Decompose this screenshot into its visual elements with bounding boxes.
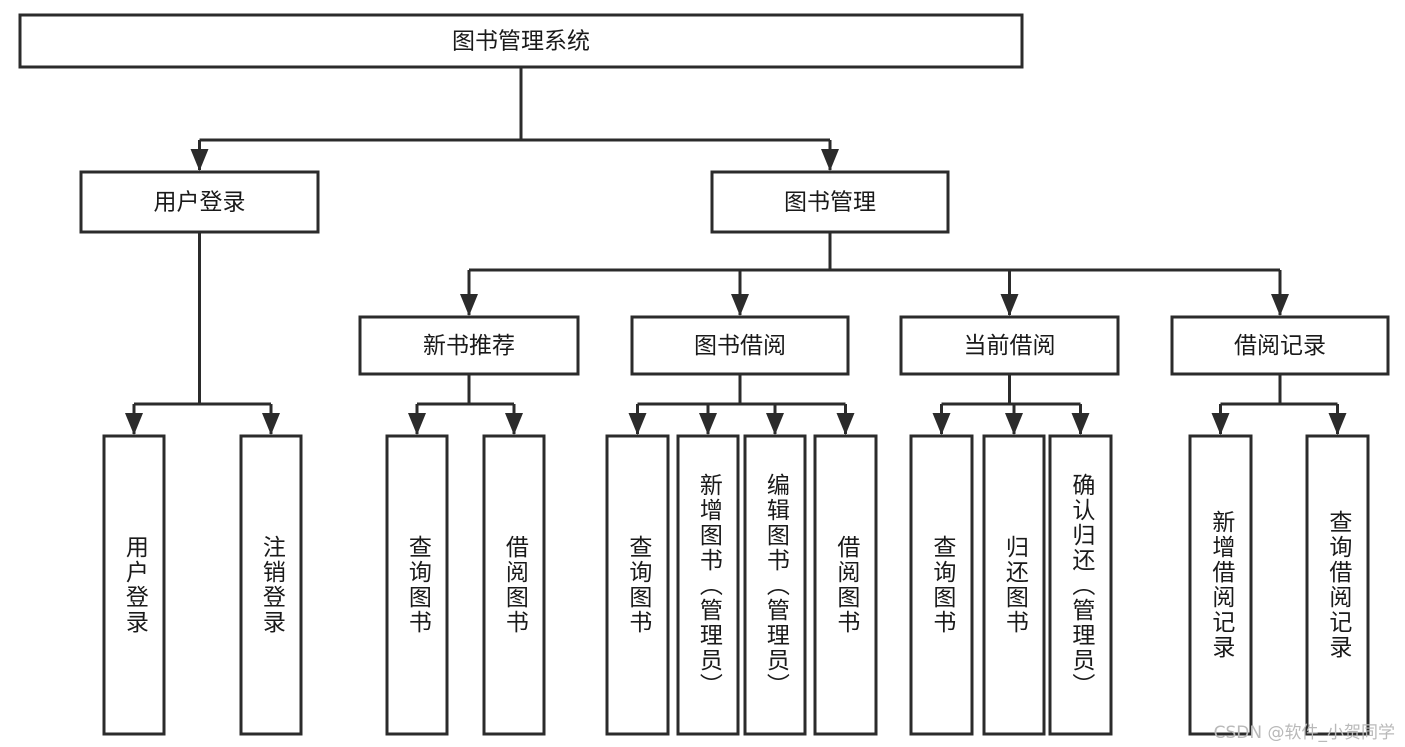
node-box-leaf-add-borrow-record[interactable] <box>1188 434 1253 736</box>
arrow-head-icon <box>1211 413 1230 435</box>
node-box-leaf-query-book-1[interactable] <box>385 434 449 736</box>
node-box-book-management[interactable] <box>710 170 950 234</box>
arrow-head-icon <box>190 149 209 171</box>
node-box-current-borrow[interactable] <box>899 315 1120 376</box>
node-box-leaf-user-login[interactable] <box>102 434 166 736</box>
arrow-head-icon <box>460 294 478 316</box>
node-box-leaf-query-book-3[interactable] <box>909 434 974 736</box>
arrow-head-icon <box>1000 294 1019 316</box>
node-box-new-book-recommend[interactable] <box>358 315 580 376</box>
arrow-head-icon <box>408 413 426 435</box>
node-box-leaf-logout-login[interactable] <box>239 434 303 736</box>
node-box-root[interactable] <box>18 13 1024 69</box>
arrow-head-icon <box>1071 413 1090 435</box>
arrow-head-icon <box>821 149 839 171</box>
node-label-user-login: 用户登录 <box>154 190 246 216</box>
node-box-leaf-borrow-book-1[interactable] <box>482 434 546 736</box>
node-box-leaf-return-book[interactable] <box>982 434 1046 736</box>
arrow-head-icon <box>932 413 951 435</box>
node-box-leaf-edit-book-admin[interactable] <box>743 434 807 736</box>
node-label-new-book-recommend: 新书推荐 <box>423 333 515 359</box>
node-box-leaf-add-book-admin[interactable] <box>676 434 740 736</box>
node-box-book-borrow[interactable] <box>630 315 850 376</box>
arrow-head-icon <box>1271 294 1289 316</box>
node-box-user-login[interactable] <box>79 170 320 234</box>
node-label-book-management: 图书管理 <box>784 190 876 216</box>
node-box-leaf-query-borrow-record[interactable] <box>1305 434 1370 736</box>
node-box-leaf-confirm-return-admin[interactable] <box>1048 434 1113 736</box>
connector-links-layer <box>125 67 1347 435</box>
node-box-leaf-borrow-book-2[interactable] <box>813 434 878 736</box>
node-label-borrow-record: 借阅记录 <box>1234 333 1326 359</box>
arrow-head-icon <box>1005 413 1023 435</box>
arrow-head-icon <box>699 413 717 435</box>
arrow-head-icon <box>1328 413 1347 435</box>
node-label-current-borrow: 当前借阅 <box>964 333 1056 359</box>
arrow-head-icon <box>125 413 143 435</box>
node-box-leaf-query-book-2[interactable] <box>605 434 670 736</box>
node-label-root: 图书管理系统 <box>452 29 590 55</box>
node-box-borrow-record[interactable] <box>1170 315 1390 376</box>
arrow-head-icon <box>628 413 647 435</box>
arrow-head-icon <box>505 413 523 435</box>
arrow-head-icon <box>731 294 749 316</box>
arrow-head-icon <box>836 413 855 435</box>
node-label-book-borrow: 图书借阅 <box>694 333 786 359</box>
arrow-head-icon <box>766 413 784 435</box>
arrow-head-icon <box>262 413 280 435</box>
